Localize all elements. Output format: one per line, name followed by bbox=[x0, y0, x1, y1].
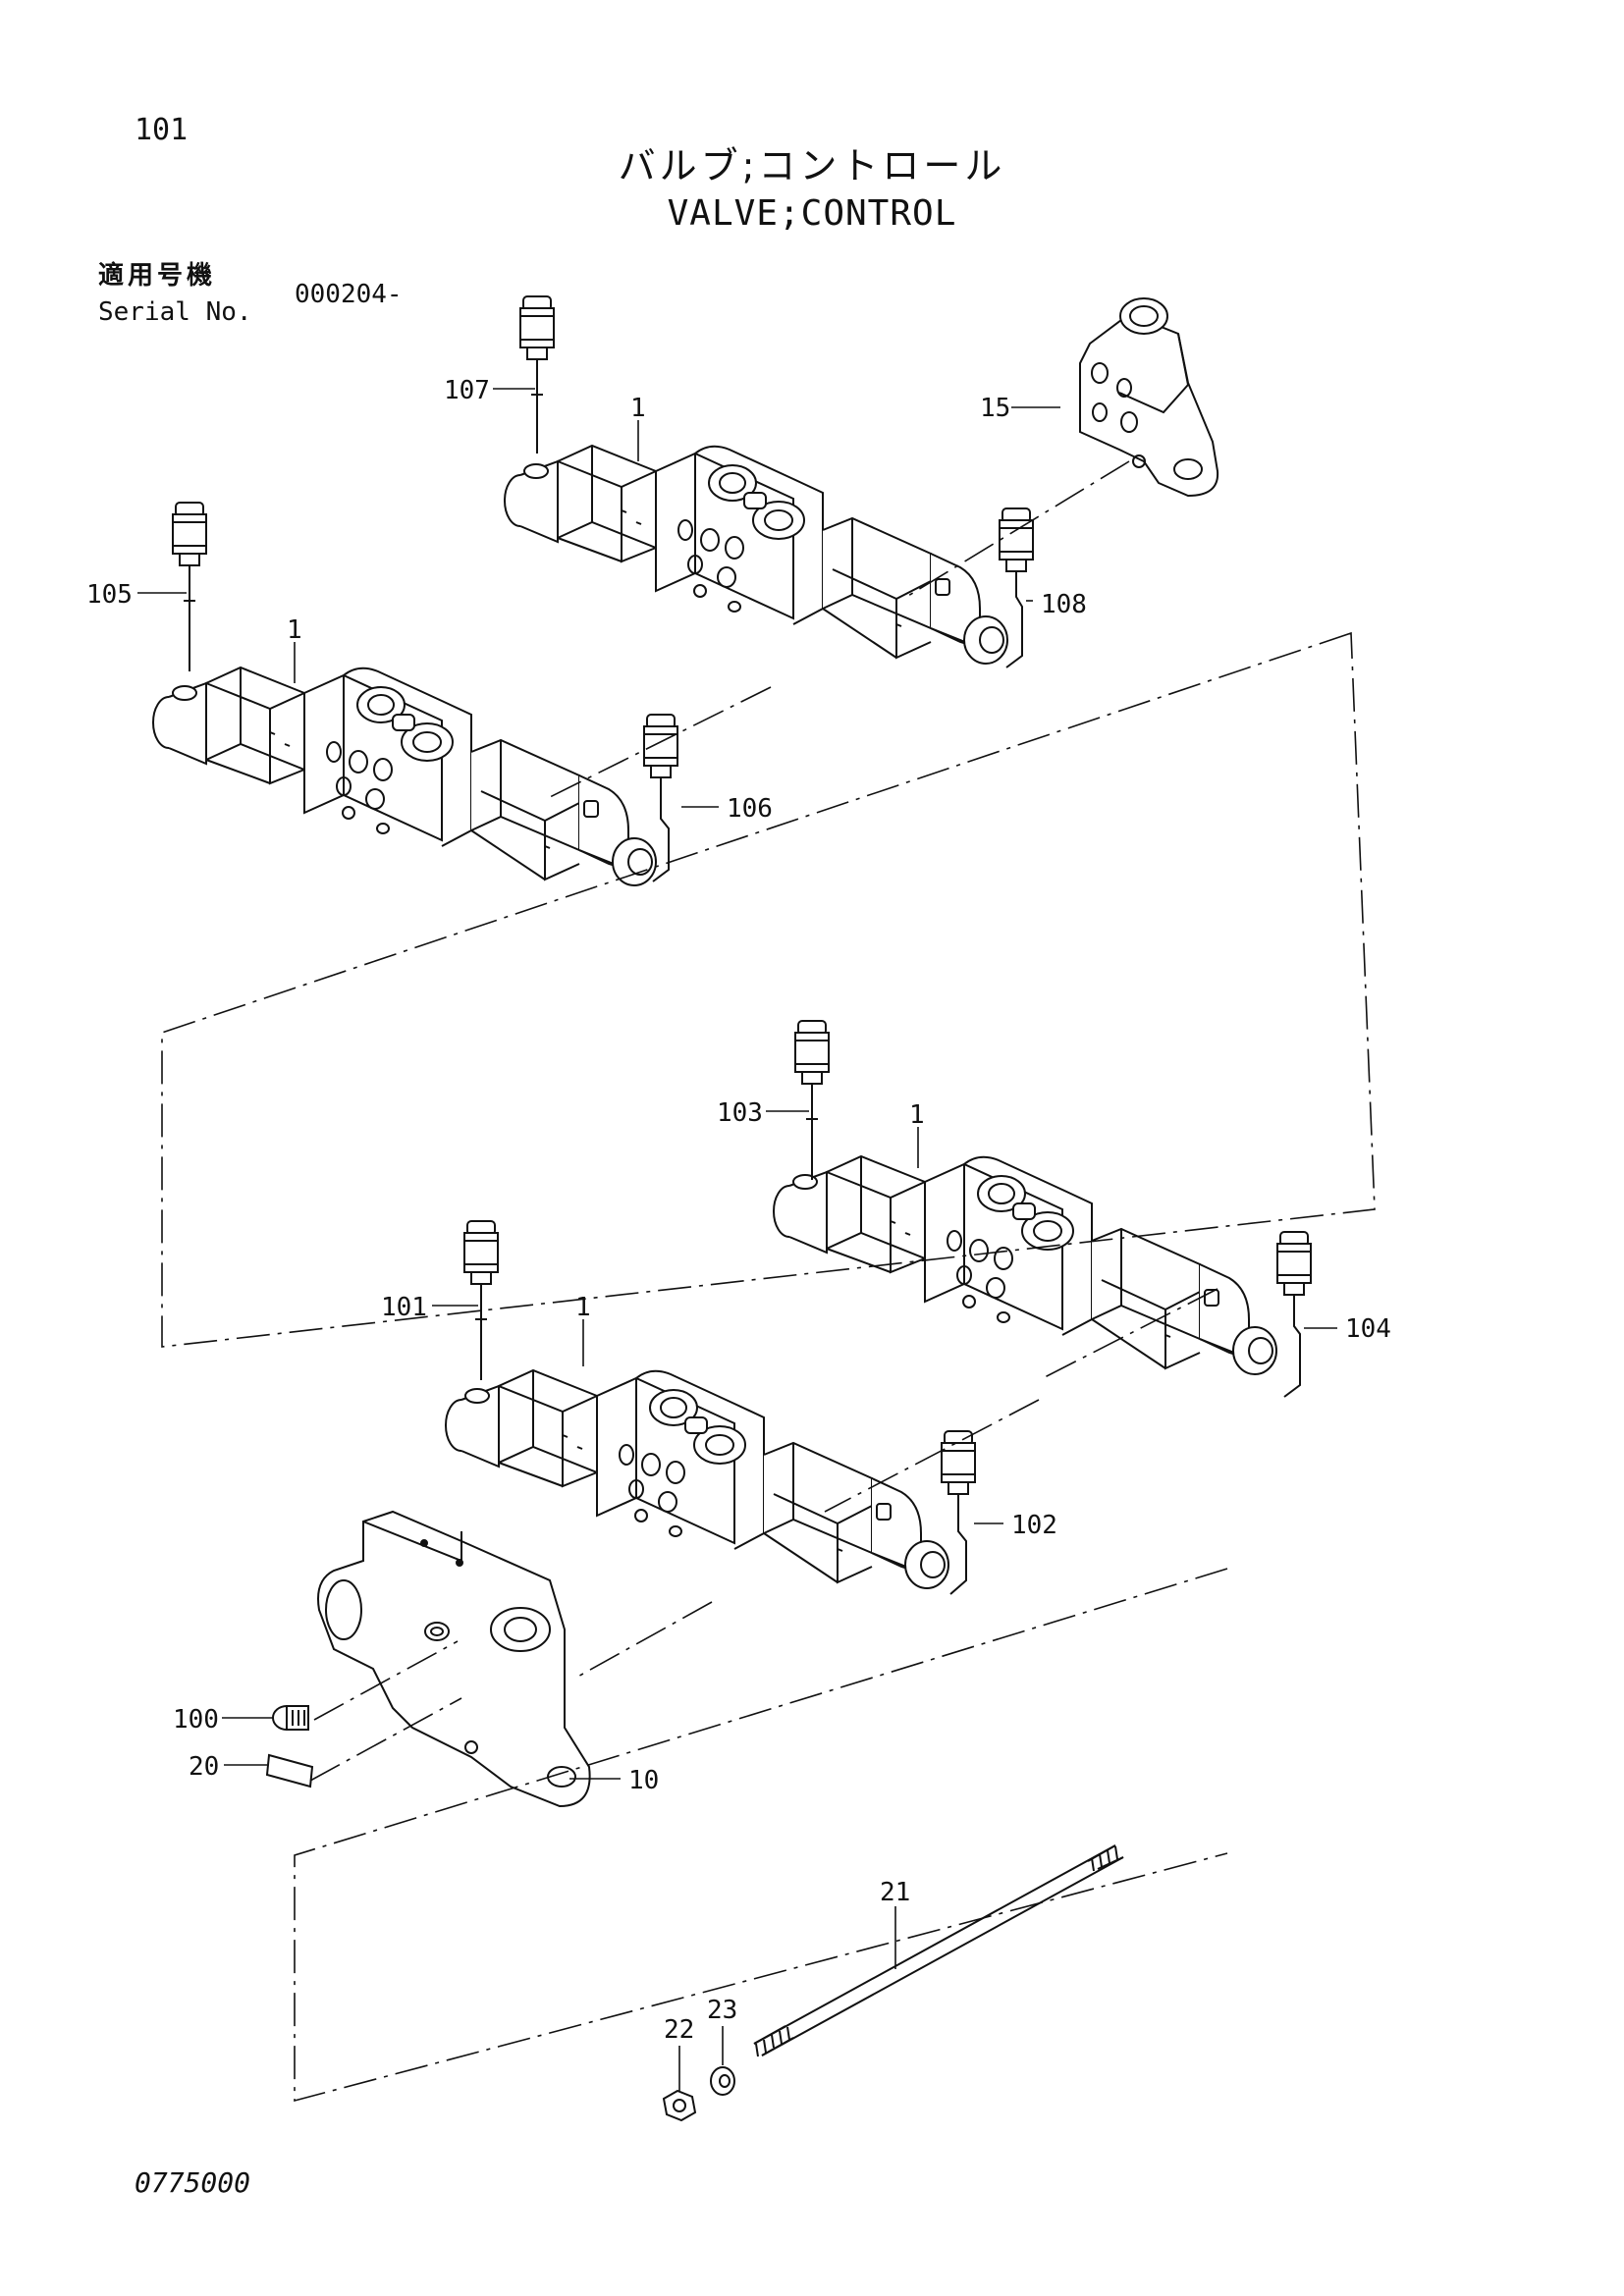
plug-106 bbox=[643, 714, 678, 882]
valve-section-105-106 bbox=[152, 667, 657, 886]
inlet-block-10 bbox=[317, 1510, 591, 1808]
plug-107 bbox=[519, 295, 555, 454]
page-number: 101 bbox=[135, 113, 189, 147]
leader-lines bbox=[137, 388, 1337, 2091]
name-plate-20 bbox=[265, 1753, 314, 1789]
callout-108: 108 bbox=[1041, 590, 1087, 619]
assembly-lines bbox=[161, 460, 1376, 2103]
valve-section-103-104 bbox=[773, 1155, 1277, 1375]
callout-15: 15 bbox=[980, 394, 1010, 423]
callout-104: 104 bbox=[1345, 1314, 1391, 1344]
callout-107: 107 bbox=[444, 376, 490, 405]
callout-103: 103 bbox=[717, 1098, 763, 1128]
callout-21: 21 bbox=[880, 1878, 910, 1907]
plug-108 bbox=[999, 507, 1034, 668]
nut-22 bbox=[662, 2089, 697, 2122]
callout-10: 10 bbox=[628, 1766, 659, 1795]
serial-value: 000204- bbox=[295, 280, 403, 309]
valve-section-101-102 bbox=[445, 1369, 949, 1589]
callout-1-lower: 1 bbox=[575, 1293, 591, 1322]
plug-105 bbox=[172, 502, 207, 671]
title-japanese: バルブ;コントロール bbox=[618, 144, 1006, 187]
washer-23 bbox=[710, 2066, 735, 2096]
callout-102: 102 bbox=[1011, 1511, 1057, 1540]
plug-102 bbox=[941, 1430, 976, 1595]
callout-1-right: 1 bbox=[909, 1100, 925, 1130]
callout-106: 106 bbox=[727, 794, 773, 824]
plug-104 bbox=[1276, 1231, 1312, 1398]
plug-103 bbox=[794, 1020, 830, 1180]
callout-22: 22 bbox=[664, 2015, 694, 2045]
callout-1-top: 1 bbox=[630, 394, 646, 423]
end-block-15 bbox=[1079, 297, 1219, 498]
callout-105: 105 bbox=[86, 580, 133, 610]
callout-101: 101 bbox=[381, 1293, 427, 1322]
stud-bolt-21 bbox=[753, 1844, 1124, 2057]
callout-100: 100 bbox=[173, 1705, 219, 1735]
valve-section-107-108 bbox=[504, 445, 1008, 665]
callout-23: 23 bbox=[707, 1996, 737, 2025]
callout-1-left: 1 bbox=[287, 615, 302, 645]
drawing-number: 0775000 bbox=[135, 2166, 251, 2199]
serial-label-japanese: 適用号機 bbox=[98, 261, 217, 291]
callout-20: 20 bbox=[189, 1752, 219, 1782]
title-english: VALVE;CONTROL bbox=[667, 193, 957, 234]
serial-label-english: Serial No. bbox=[98, 297, 252, 327]
plug-101 bbox=[463, 1220, 499, 1380]
plug-part-100 bbox=[272, 1705, 309, 1731]
